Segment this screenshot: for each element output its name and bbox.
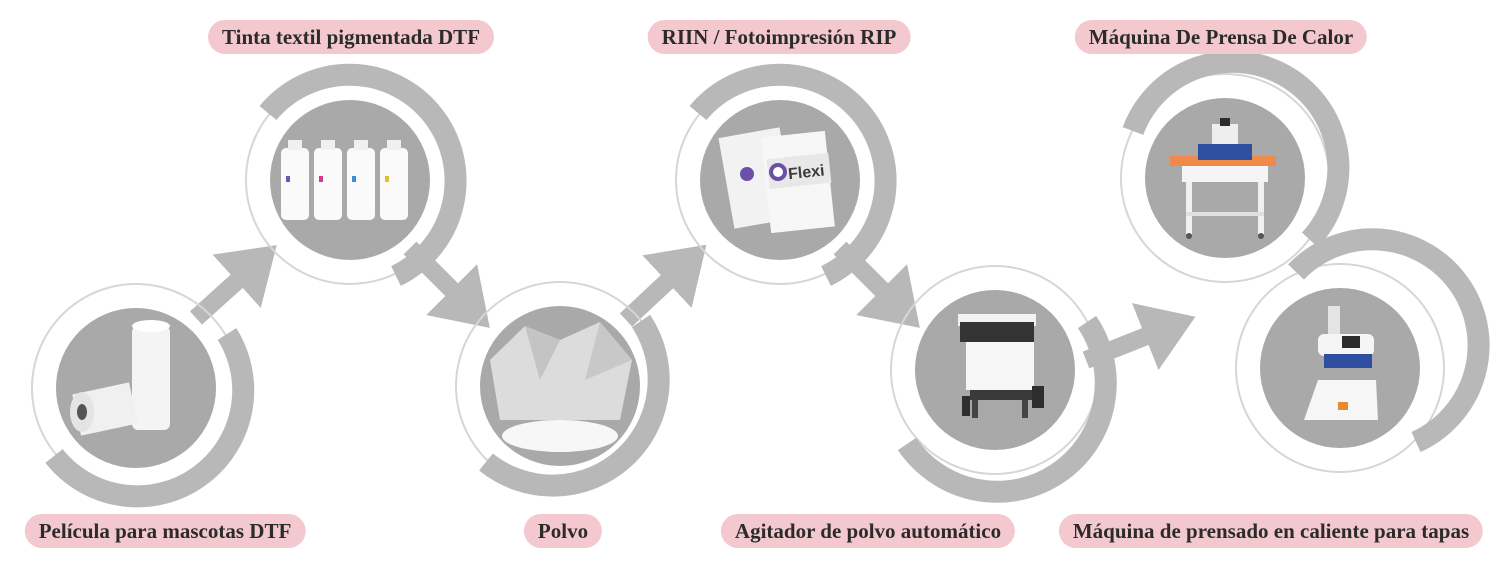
ink-bottles-image [281, 140, 408, 220]
step-polvo [455, 281, 670, 497]
label-pelicula: Película para mascotas DTF [24, 514, 306, 548]
heat-press-image [1170, 118, 1276, 239]
label-prensa: Máquina De Prensa De Calor [1074, 20, 1368, 54]
step-pelicula [31, 283, 255, 508]
step-prensa [1120, 50, 1350, 283]
label-rip: RIIN / Fotoimpresión RIP [647, 20, 911, 54]
arrow-3 [619, 244, 707, 327]
label-tapas: Máquina de prensado en caliente para tap… [1058, 514, 1484, 548]
arrow-1 [189, 245, 277, 325]
label-polvo: Polvo [523, 514, 603, 548]
powder-bags-image [490, 322, 632, 452]
label-tinta: Tinta textil pigmentada DTF [207, 20, 495, 54]
label-agitador: Agitador de polvo automático [720, 514, 1016, 548]
ring-arc [1288, 228, 1490, 453]
step-rip: Flexi [675, 63, 897, 286]
ring-arc [1122, 50, 1350, 248]
ring-arc [45, 328, 255, 508]
film-rolls-image [70, 320, 170, 436]
software-box-text: Flexi [787, 162, 825, 183]
step-tapas [1235, 228, 1490, 473]
cap-press-image [1304, 306, 1378, 420]
ring-arc [689, 63, 897, 286]
ring-arc [259, 63, 467, 286]
ring-arc [479, 314, 670, 497]
dtf-printer-image [958, 314, 1044, 418]
step-tinta [245, 63, 467, 286]
step-agitador [890, 265, 1117, 503]
software-boxes-image: Flexi [718, 127, 835, 234]
ring-arc [897, 315, 1117, 503]
